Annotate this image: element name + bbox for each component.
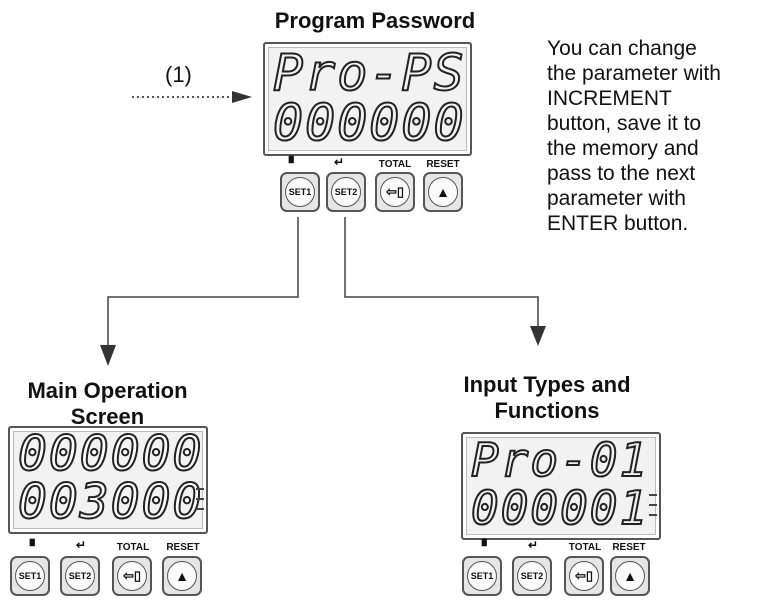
enter-icon: ↵ (334, 155, 345, 169)
param-icon: ▘ (30, 539, 40, 553)
increment-icon: ▲ (428, 177, 458, 207)
set1-to-main-connector (107, 217, 299, 350)
param-icon: ▘ (289, 156, 299, 170)
increment-icon: ▲ (615, 561, 645, 591)
set2-to-input-connector (344, 217, 539, 330)
display-tick (196, 508, 204, 510)
set1-button[interactable]: SET1 (462, 556, 502, 596)
program-password-title: Program Password (274, 8, 476, 33)
set1-button[interactable]: SET1 (10, 556, 50, 596)
main-operation-display: 000000 003000 (8, 426, 208, 534)
reset-button[interactable]: ▲ (610, 556, 650, 596)
enter-icon: ↵ (76, 538, 87, 552)
display-tick (196, 488, 204, 490)
set2-label: SET2 (517, 561, 547, 591)
total-button[interactable]: ⇦▯ (112, 556, 152, 596)
total-label: TOTAL (116, 542, 150, 553)
total-label: TOTAL (378, 159, 412, 170)
input-types-title: Input Types and Functions (432, 372, 662, 424)
display-line-2: 000001 (470, 480, 650, 536)
main-operation-title: Main Operation Screen (0, 378, 215, 430)
total-icon: ⇦▯ (117, 561, 147, 591)
note-line: pass to the next (547, 162, 696, 185)
set1-button[interactable]: SET1 (280, 172, 320, 212)
input-types-title-line2: Functions (494, 398, 600, 423)
main-operation-title-line2: Screen (70, 404, 145, 429)
total-button[interactable]: ⇦▯ (375, 172, 415, 212)
input-types-title-line1: Input Types and (463, 372, 631, 397)
input-arrowhead (232, 91, 252, 103)
main-arrowhead (100, 345, 116, 366)
set2-label: SET2 (331, 177, 361, 207)
reset-button[interactable]: ▲ (423, 172, 463, 212)
param-icon: ▘ (482, 539, 492, 553)
display-tick (196, 498, 204, 500)
total-label: TOTAL (568, 542, 602, 553)
display-line-2: 003000 (17, 473, 204, 531)
total-button[interactable]: ⇦▯ (564, 556, 604, 596)
reset-label: RESET (426, 159, 460, 170)
total-icon: ⇦▯ (380, 177, 410, 207)
set2-button[interactable]: SET2 (60, 556, 100, 596)
reset-button[interactable]: ▲ (162, 556, 202, 596)
reset-label: RESET (612, 542, 646, 553)
step-label: (1) (165, 62, 192, 87)
note-line: the memory and (547, 137, 699, 160)
input-types-display: Pro-01 000001 (461, 432, 661, 540)
note-line: button, save it to (547, 112, 702, 135)
display-tick (649, 494, 657, 496)
display-line-2: 000000 (272, 93, 466, 153)
note-line: the parameter with (547, 62, 721, 85)
set1-label: SET1 (285, 177, 315, 207)
reset-label: RESET (166, 542, 200, 553)
set2-button[interactable]: SET2 (512, 556, 552, 596)
set1-label: SET1 (467, 561, 497, 591)
total-icon: ⇦▯ (569, 561, 599, 591)
display-tick (649, 514, 657, 516)
set2-button[interactable]: SET2 (326, 172, 366, 212)
main-operation-title-line1: Main Operation (27, 378, 188, 403)
program-password-display: Pro-PS 000000 (263, 42, 472, 156)
set2-label: SET2 (65, 561, 95, 591)
instruction-note: You can change the parameter with INCREM… (547, 36, 777, 236)
note-line: ENTER button. (547, 212, 689, 235)
display-tick (649, 504, 657, 506)
note-line: You can change (547, 37, 697, 60)
note-line: INCREMENT (547, 87, 672, 110)
display-line-1: 000000 (17, 426, 204, 483)
input-types-arrowhead (530, 326, 546, 346)
increment-icon: ▲ (167, 561, 197, 591)
enter-icon: ↵ (528, 538, 539, 552)
set1-label: SET1 (15, 561, 45, 591)
display-line-1: Pro-PS (272, 44, 466, 103)
display-line-1: Pro-01 (470, 433, 650, 488)
note-line: parameter with (547, 187, 686, 210)
